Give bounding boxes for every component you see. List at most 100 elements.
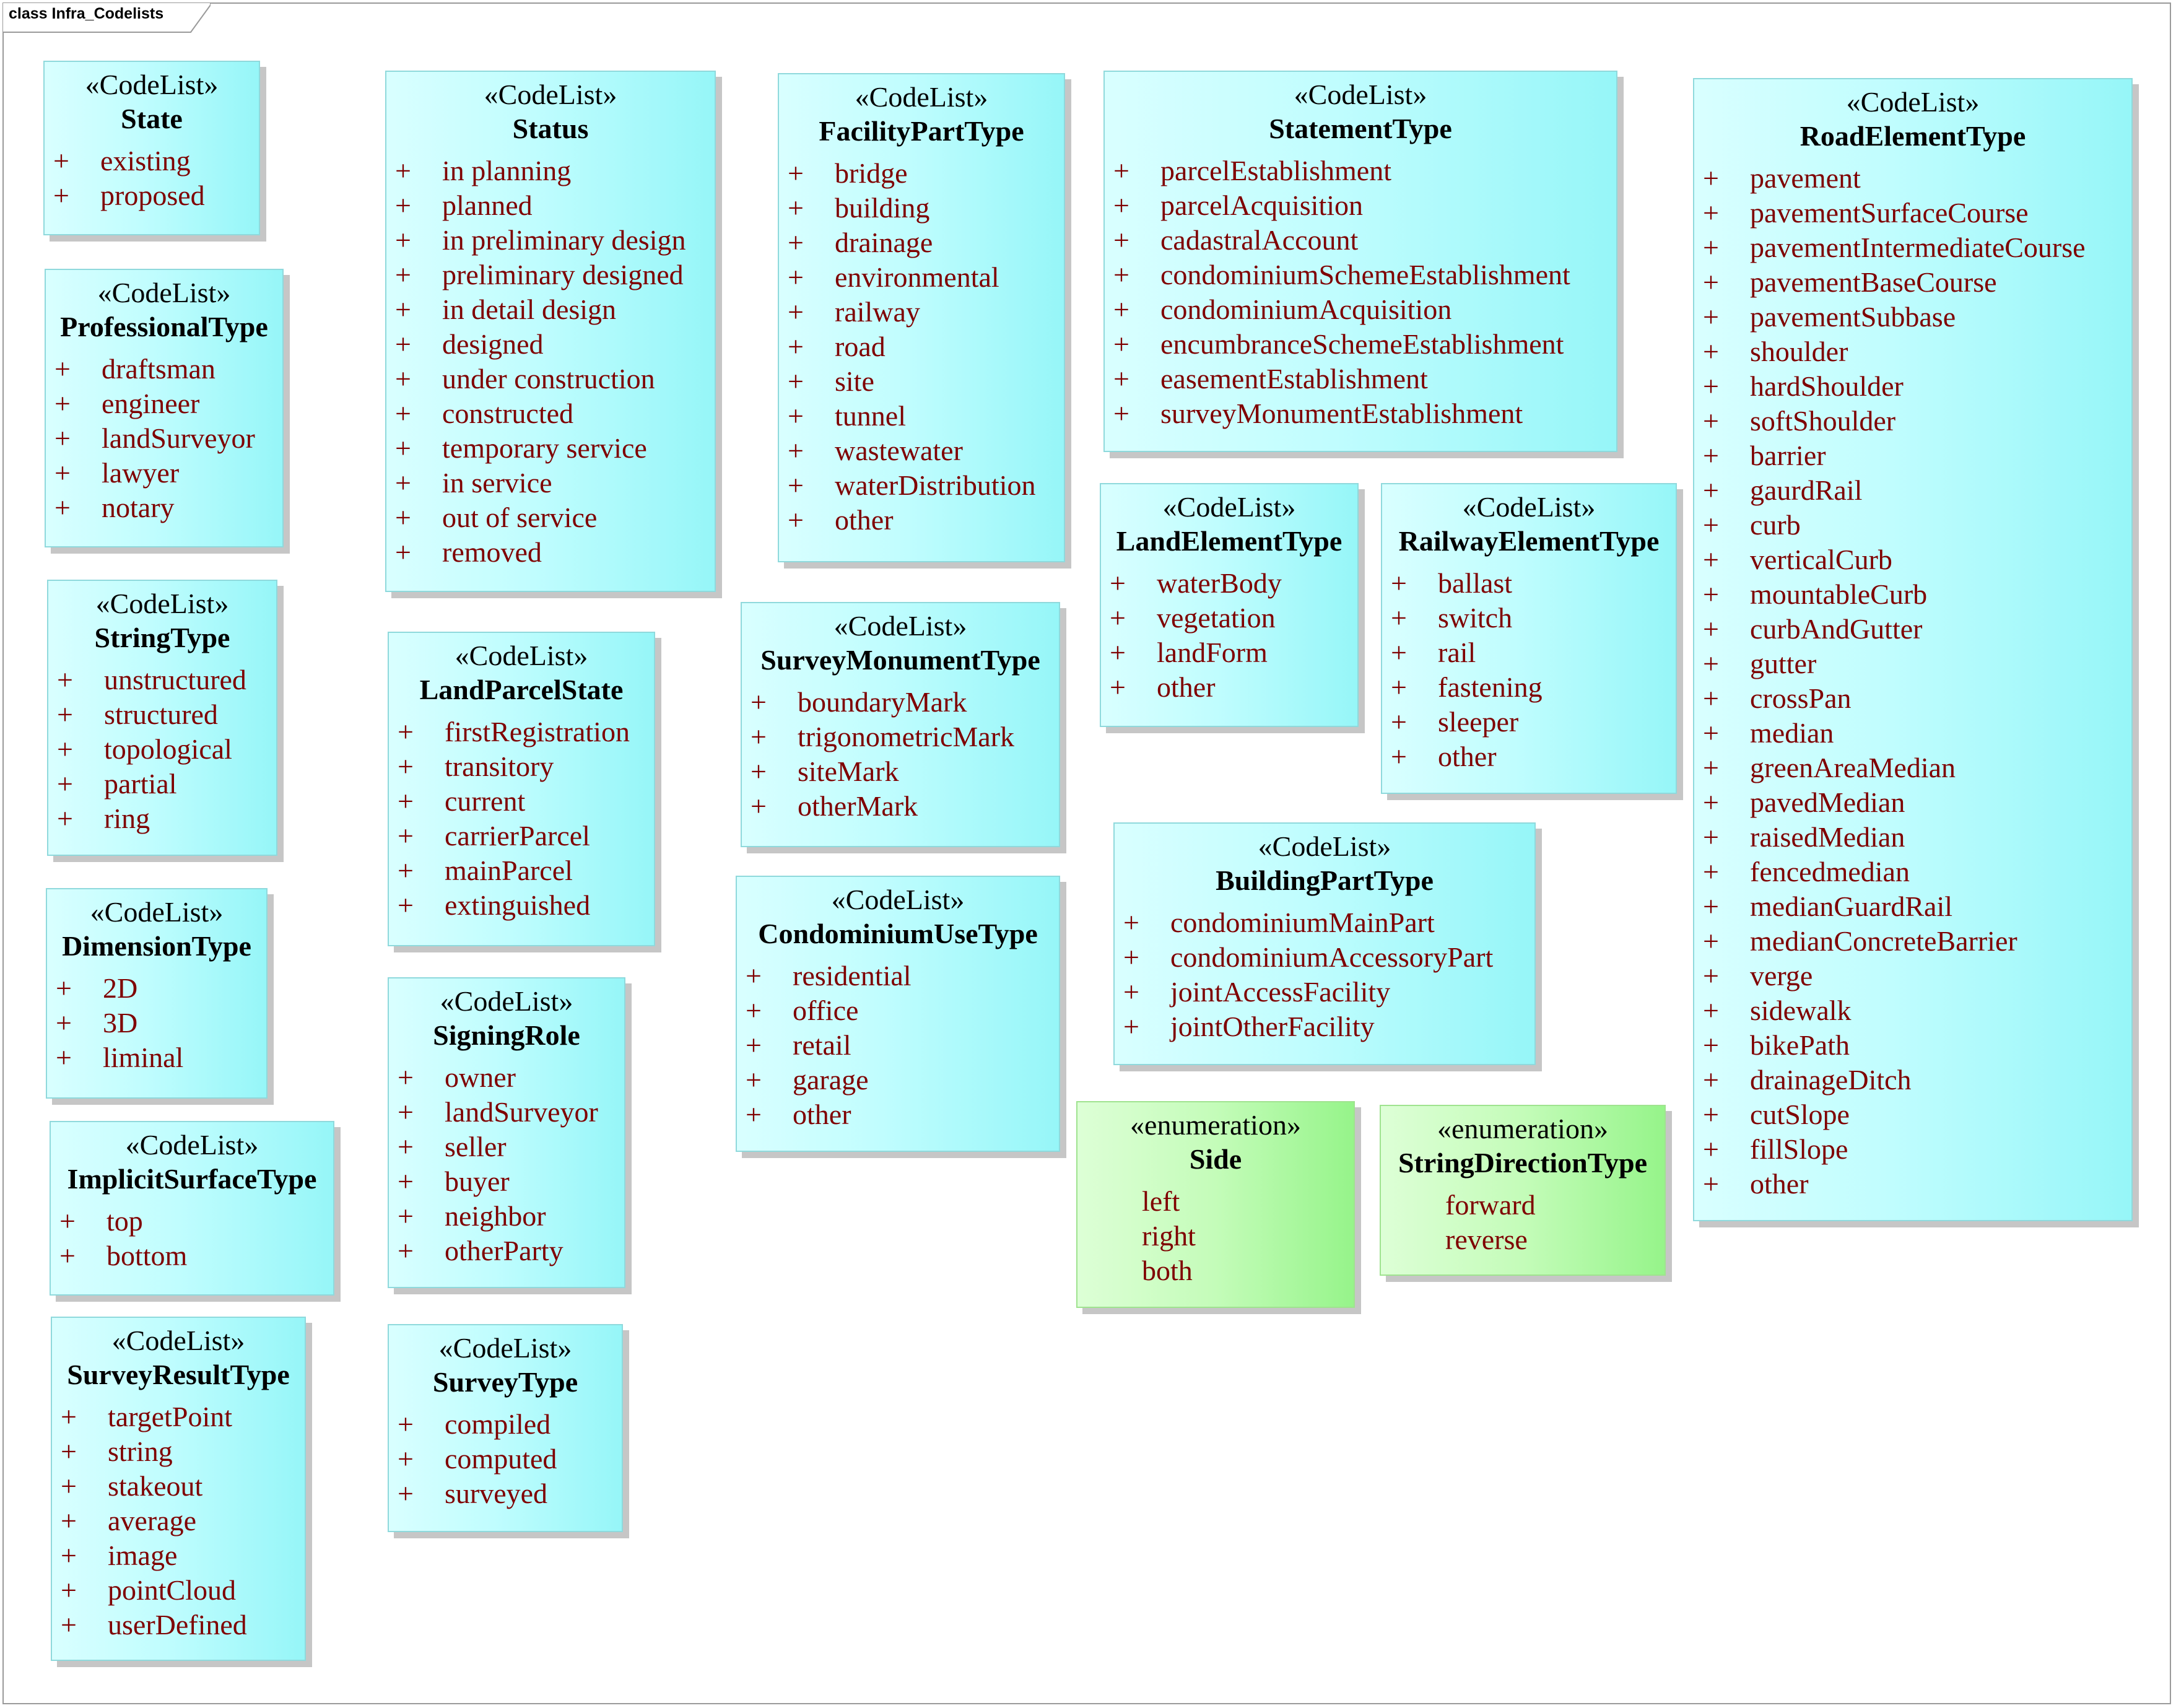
visibility-marker	[1077, 1219, 1142, 1253]
class-name: RailwayElementType	[1398, 525, 1660, 557]
literal-list: +firstRegistration+transitory+current+ca…	[389, 715, 654, 923]
visibility-marker: +	[788, 261, 804, 293]
class-box-statement-type[interactable]: «CodeList»StatementType+parcelEstablishm…	[1103, 71, 1617, 452]
class-box-building-part-type[interactable]: «CodeList»BuildingPartType+condominiumMa…	[1113, 822, 1536, 1065]
class-box-professional-type[interactable]: «CodeList»ProfessionalType+draftsman+eng…	[45, 269, 284, 547]
visibility-marker: +	[1703, 891, 1719, 922]
class-box-dimension-type[interactable]: «CodeList»DimensionType+2D+3D+liminal	[46, 888, 268, 1099]
literal-item: +top	[51, 1204, 333, 1239]
literal-list: +compiled+computed+surveyed	[389, 1407, 622, 1511]
visibility-marker: +	[398, 716, 414, 747]
literal-text: average	[108, 1505, 196, 1536]
class-name: Status	[512, 113, 589, 144]
literal-text: designed	[442, 328, 544, 360]
literal-list: +unstructured+structured+topological+par…	[48, 663, 276, 836]
literal-item: +otherMark	[742, 789, 1059, 824]
literal-text: condominiumAcquisition	[1160, 294, 1452, 325]
literal-item: +fillSlope	[1694, 1132, 2131, 1167]
literal-text: landSurveyor	[445, 1096, 598, 1128]
visibility-marker: +	[395, 536, 411, 568]
visibility-marker: +	[788, 157, 804, 189]
class-box-survey-result-type[interactable]: «CodeList»SurveyResultType+targetPoint+s…	[51, 1317, 306, 1661]
class-box-railway-element-type[interactable]: «CodeList»RailwayElementType+ballast+swi…	[1381, 483, 1677, 794]
frame-title: class Infra_Codelists	[9, 5, 164, 22]
class-box-land-parcel-state[interactable]: «CodeList»LandParcelState+firstRegistrat…	[388, 632, 655, 946]
literal-text: hardShoulder	[1750, 370, 1904, 402]
literal-text: softShoulder	[1750, 405, 1896, 437]
class-box-survey-monument-type[interactable]: «CodeList»SurveyMonumentType+boundaryMar…	[741, 602, 1060, 847]
visibility-marker: +	[746, 1099, 762, 1130]
literal-text: in planning	[442, 155, 572, 186]
literal-item: right	[1077, 1219, 1354, 1253]
visibility-marker: +	[1703, 162, 1719, 194]
class-name: StringType	[94, 622, 230, 653]
literal-text: garage	[793, 1064, 869, 1096]
literal-item: + designed	[386, 327, 715, 362]
literal-text: mainParcel	[445, 855, 573, 886]
class-box-condominium-use-type[interactable]: «CodeList»CondominiumUseType+residential…	[736, 876, 1060, 1152]
class-box-facility-part-type[interactable]: «CodeList»FacilityPartType+bridge+buildi…	[778, 73, 1065, 562]
class-box-status[interactable]: «CodeList»Status+in planning+planned+in …	[385, 71, 716, 592]
class-box-survey-type[interactable]: «CodeList»SurveyType+compiled+computed+s…	[388, 1324, 623, 1532]
class-box-implicit-surface-type[interactable]: «CodeList»ImplicitSurfaceType+top+bottom	[50, 1121, 334, 1296]
literal-text: medianGuardRail	[1750, 891, 1953, 922]
visibility-marker: +	[1703, 370, 1719, 402]
literal-text: proposed	[100, 180, 205, 211]
visibility-marker: +	[1703, 1133, 1719, 1165]
literal-list: +parcelEstablishment+parcelAcquisition+c…	[1105, 154, 1616, 431]
literal-text: computed	[445, 1443, 557, 1475]
visibility-marker: +	[395, 328, 411, 360]
visibility-marker: +	[746, 960, 762, 991]
literal-list: +2D+3D+liminal	[47, 971, 266, 1075]
literal-item: +sidewalk	[1694, 993, 2131, 1028]
visibility-marker: +	[59, 1205, 76, 1237]
literal-item: reverse	[1381, 1222, 1665, 1257]
class-box-road-element-type[interactable]: «CodeList»RoadElementType+pavement+pavem…	[1693, 78, 2133, 1221]
literal-text: carrierParcel	[445, 820, 590, 852]
class-name: ImplicitSurfaceType	[67, 1163, 317, 1195]
literal-text: temporary service	[442, 432, 647, 464]
literal-item: +engineer	[46, 386, 282, 421]
visibility-marker: +	[1113, 224, 1129, 256]
literal-text: jointOtherFacility	[1170, 1011, 1375, 1042]
literal-text: medianConcreteBarrier	[1750, 925, 2017, 957]
literal-text: greenAreaMedian	[1750, 752, 1956, 783]
class-name: SigningRole	[433, 1019, 580, 1051]
class-box-state[interactable]: «CodeList»State+existing+proposed	[43, 61, 260, 235]
literal-text: residential	[793, 960, 912, 991]
literal-list: +ballast+switch+rail+fastening+sleeper+o…	[1382, 566, 1676, 774]
literal-text: firstRegistration	[445, 716, 630, 747]
literal-item: +tunnel	[779, 399, 1064, 434]
visibility-marker: +	[1703, 336, 1719, 367]
literal-item: +targetPoint	[52, 1400, 305, 1434]
literal-list: +pavement+pavementSurfaceCourse+pavement…	[1694, 161, 2131, 1201]
literal-text: otherParty	[445, 1235, 564, 1266]
visibility-marker: +	[1703, 1029, 1719, 1061]
literal-item: +fencedmedian	[1694, 855, 2131, 889]
literal-item: +shoulder	[1694, 334, 2131, 369]
visibility-marker: +	[395, 294, 411, 325]
visibility-marker	[1077, 1184, 1142, 1219]
stereotype-label: «CodeList»	[1162, 491, 1296, 523]
class-name: SurveyMonumentType	[760, 644, 1040, 676]
literal-item: +pavedMedian	[1694, 785, 2131, 820]
literal-item: +transitory	[389, 749, 654, 784]
literal-text: rail	[1438, 637, 1476, 668]
class-box-string-type[interactable]: «CodeList»StringType +unstructured+struct…	[47, 580, 277, 856]
literal-item: +existing	[45, 144, 259, 178]
stereotype-label: «CodeList»	[95, 588, 229, 619]
literal-text: 2D	[103, 972, 138, 1004]
literal-text: gaurdRail	[1750, 474, 1863, 506]
stereotype-label: «enumeration»	[1130, 1109, 1301, 1141]
literal-text: bikePath	[1750, 1029, 1850, 1061]
literal-item: +unstructured	[48, 663, 276, 697]
literal-item: +ballast	[1382, 566, 1676, 601]
literal-item: +parcelEstablishment	[1105, 154, 1616, 188]
class-box-signing-role[interactable]: «CodeList»SigningRole+owner+landSurveyor…	[388, 977, 625, 1288]
stereotype-label: «enumeration»	[1437, 1113, 1608, 1144]
visibility-marker: +	[398, 1478, 414, 1509]
class-box-land-element-type[interactable]: «CodeList»LandElementType+waterBody+vege…	[1100, 483, 1359, 727]
